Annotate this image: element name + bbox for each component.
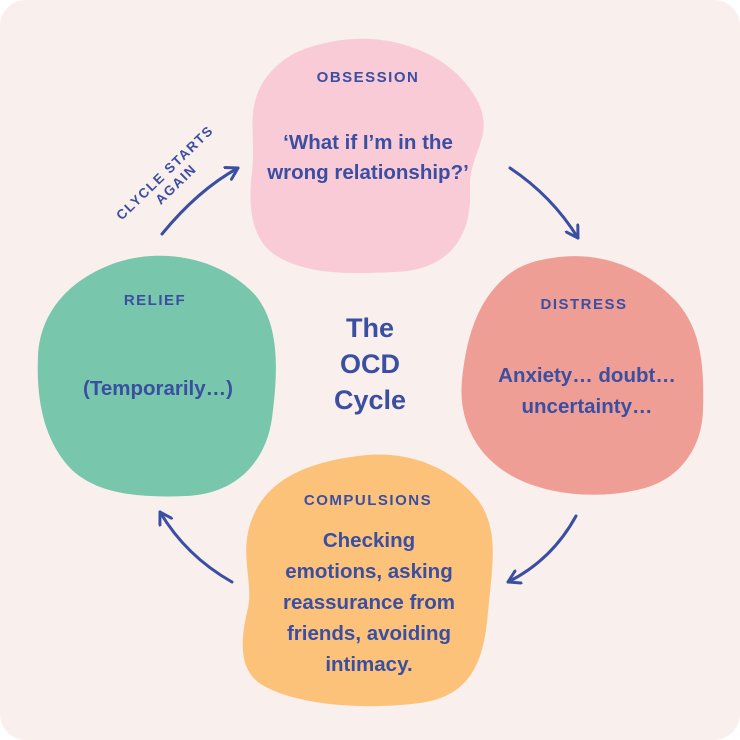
arrow-compulsions-to-relief xyxy=(160,510,234,584)
compulsions-text-line-4: friends, avoiding xyxy=(287,622,451,645)
node-relief: RELIEF (Temporarily…) xyxy=(37,255,276,497)
center-title-line-3: Cycle xyxy=(334,385,406,415)
distress-text-line-2: uncertainty… xyxy=(522,395,653,418)
distress-label: DISTRESS xyxy=(540,296,627,313)
compulsions-label: COMPULSIONS xyxy=(304,492,432,509)
center-title-line-2: OCD xyxy=(340,349,400,379)
compulsions-text-line-1: Checking xyxy=(323,529,415,552)
compulsions-text-line-5: intimacy. xyxy=(325,653,412,676)
relief-label: RELIEF xyxy=(124,292,186,309)
node-compulsions: COMPULSIONS Checking emotions, asking re… xyxy=(242,454,493,707)
distress-text-line-1: Anxiety… doubt… xyxy=(498,364,676,387)
obsession-label: OBSESSION xyxy=(317,69,420,86)
obsession-blob xyxy=(250,38,484,274)
distress-blob xyxy=(461,256,704,495)
relief-text-line-1: (Temporarily…) xyxy=(83,377,233,400)
arrow-relief-to-obsession xyxy=(160,168,240,236)
center-title: The OCD Cycle xyxy=(334,313,406,415)
compulsions-text-line-2: emotions, asking xyxy=(285,560,452,583)
arrow-obsession-to-distress xyxy=(508,166,580,240)
obsession-text-line-2: wrong relationship?’ xyxy=(266,161,469,184)
center-title-line-1: The xyxy=(346,313,394,343)
arrow-distress-to-compulsions xyxy=(506,514,578,582)
compulsions-text-line-3: reassurance from xyxy=(283,591,455,614)
compulsions-blob xyxy=(242,454,493,707)
node-obsession: OBSESSION ‘What if I’m in the wrong rela… xyxy=(250,38,484,274)
obsession-text-line-1: ‘What if I’m in the xyxy=(283,131,453,154)
node-distress: DISTRESS Anxiety… doubt… uncertainty… xyxy=(461,256,704,495)
relief-blob xyxy=(37,255,276,497)
